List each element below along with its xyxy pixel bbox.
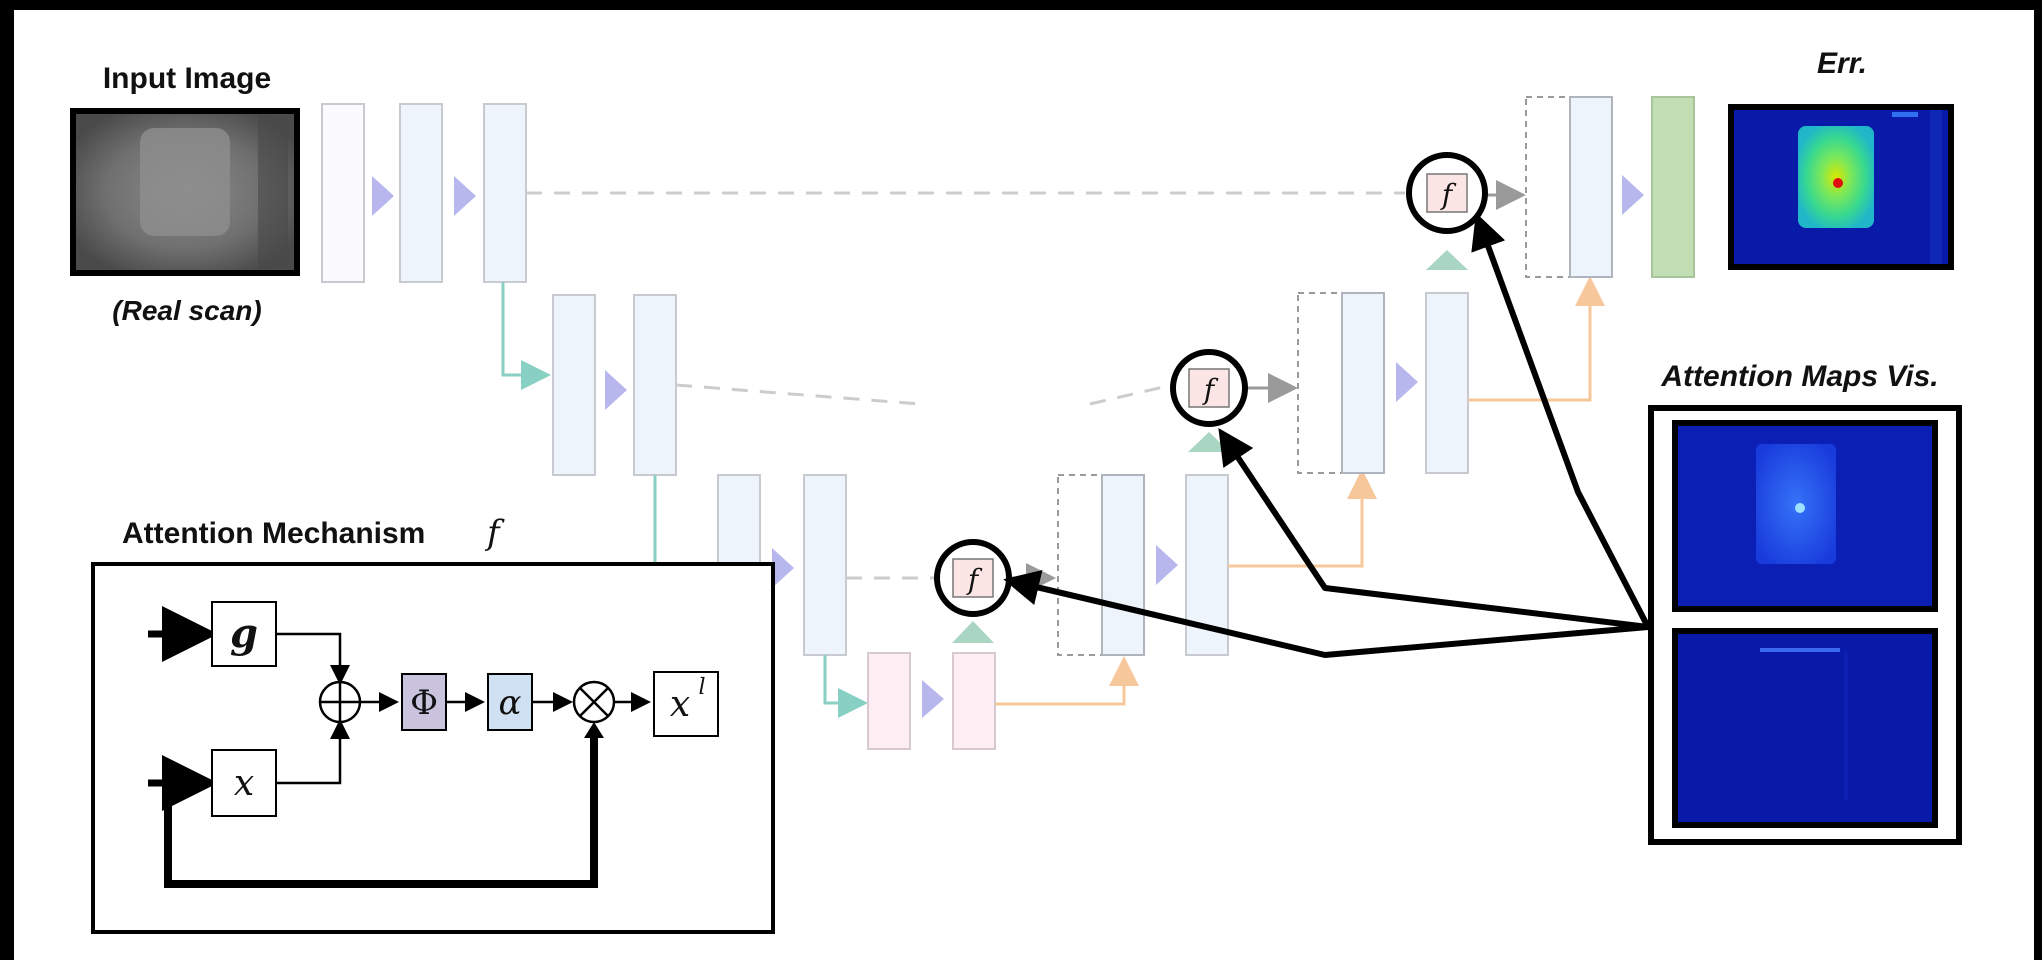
conv-arrow-icon	[1622, 175, 1644, 215]
conv-arrow-icon	[605, 370, 627, 410]
attention-gate-1: f	[934, 539, 1012, 643]
error-map	[1728, 104, 1954, 270]
upsample-arrow-icon	[1426, 250, 1468, 270]
upsample-connection	[1468, 276, 1605, 402]
attention-map-2	[1672, 628, 1938, 828]
output-layer	[1651, 96, 1695, 278]
downsample-connection	[823, 655, 868, 718]
downsample-connection	[501, 282, 551, 390]
input-image	[70, 108, 300, 276]
attention-mechanism-symbol: f	[484, 513, 505, 553]
g-label: g	[230, 610, 258, 657]
real-scan-label: (Real scan)	[112, 295, 261, 326]
attention-map-pointers	[1003, 212, 1651, 658]
attention-mechanism-box: g x Φ α x l	[91, 562, 775, 934]
phi-box	[401, 673, 447, 731]
output-box	[653, 671, 719, 737]
bottleneck	[867, 652, 996, 750]
conv-arrow-icon	[1156, 545, 1178, 585]
phi-label: Φ	[410, 683, 438, 723]
attention-maps-label: Attention Maps Vis.	[1660, 360, 1938, 393]
conv-arrow-icon	[372, 176, 394, 216]
encoder-level-2	[552, 294, 677, 476]
g-input-box	[211, 601, 277, 667]
input-image-label: Input Image	[103, 62, 271, 95]
conv-arrow-icon	[772, 548, 794, 588]
attention-gate-2: f	[1170, 349, 1248, 452]
upsample-connection	[1228, 469, 1377, 568]
output-label: x	[670, 684, 690, 725]
attention-mechanism-label: Attention Mechanism	[122, 517, 425, 550]
alpha-label: α	[499, 683, 522, 723]
upsample-arrow-icon	[952, 621, 994, 643]
attention-map-1	[1672, 420, 1938, 612]
decoder-level-3	[1057, 474, 1229, 656]
conv-arrow-icon	[922, 680, 944, 718]
skip-connections	[526, 191, 1405, 580]
conv-arrow-icon	[454, 176, 476, 216]
encoder-level-1	[321, 103, 527, 283]
decoder-level-1	[1525, 96, 1695, 278]
output-superscript: l	[698, 675, 705, 700]
conv-arrow-icon	[1396, 362, 1418, 402]
upsample-connection	[995, 656, 1139, 706]
upsample-arrow-icon	[1188, 432, 1230, 452]
error-label: Err.	[1817, 47, 1867, 80]
x-label: x	[234, 763, 254, 804]
attention-gate-3: f	[1406, 152, 1488, 270]
decoder-level-2	[1297, 292, 1469, 474]
attention-maps-panel	[1648, 405, 1962, 845]
x-input-box	[211, 749, 277, 817]
alpha-box	[487, 673, 533, 731]
